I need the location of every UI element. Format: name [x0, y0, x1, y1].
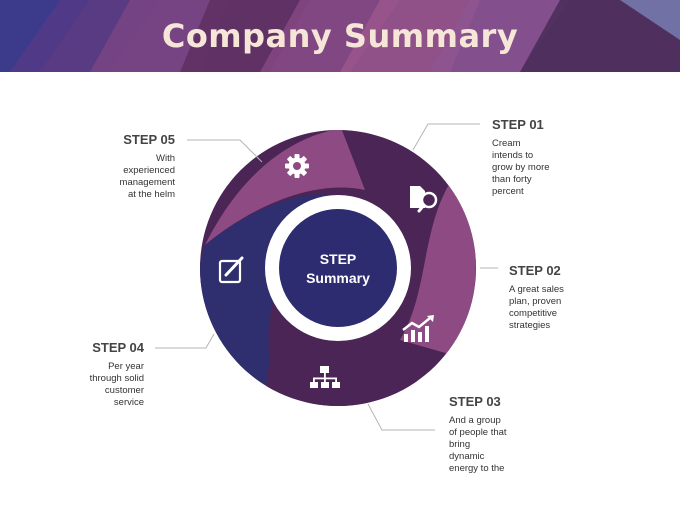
step-03-desc-line: dynamic [449, 451, 485, 462]
step-04-description: Per year through solid customer service [60, 361, 144, 409]
banner-background [0, 0, 680, 72]
step-01-desc-line: Cream [492, 138, 521, 149]
page-title: Company Summary [161, 17, 519, 55]
connector-step-04 [155, 333, 215, 349]
growth-chart-icon [402, 315, 434, 342]
step-03-title: STEP 03 [449, 394, 501, 409]
step-02-title: STEP 02 [509, 263, 561, 278]
step-05-description: With experienced management at the helm [90, 153, 175, 201]
step-02-desc-line: plan, proven [509, 296, 562, 307]
step-02-desc-line: strategies [509, 320, 551, 331]
center-circle [279, 209, 397, 327]
step-04-desc-line: customer [104, 385, 144, 396]
org-chart-icon [310, 366, 340, 388]
step-01-desc-line: grow by more [492, 162, 550, 173]
center-label-line2: Summary [306, 270, 370, 286]
step-02-description: A great sales plan, proven competitive s… [509, 284, 564, 332]
step-03-desc-line: of people that [449, 427, 507, 438]
step-03-desc-line: And a group [449, 415, 501, 426]
connector-lines [155, 123, 498, 431]
connector-step-01 [412, 123, 480, 151]
search-document-icon [410, 186, 438, 213]
step-05-desc-line: at the helm [128, 189, 175, 200]
step-04-title: STEP 04 [92, 340, 144, 355]
step-01-desc-line: intends to [492, 150, 534, 161]
edit-note-icon [218, 256, 244, 284]
step-01-title: STEP 01 [492, 117, 544, 132]
step-04-desc-line: service [113, 397, 144, 408]
step-05-desc-line: With [156, 153, 175, 164]
step-03-desc-line: bring [449, 439, 471, 450]
step-02-desc-line: A great sales [509, 284, 564, 295]
step-02-desc-line: competitive [509, 308, 558, 319]
connector-step-03 [367, 403, 435, 431]
step-01-desc-line: percent [492, 186, 524, 197]
header-banner: Company Summary [0, 0, 680, 72]
step-04-desc-line: Per year [108, 361, 144, 372]
step-01-desc-line: than forty [492, 174, 532, 185]
step-03-desc-line: energy to the [449, 463, 505, 474]
step-05-desc-line: management [119, 177, 175, 188]
connector-step-05 [187, 139, 263, 163]
step-03-description: And a group of people that bring dynamic… [449, 415, 507, 475]
gear-icon [285, 154, 309, 178]
step-01-description: Cream intends to grow by more than forty… [492, 138, 550, 198]
center-label-line1: STEP [320, 251, 357, 267]
segment-step-05 [205, 130, 365, 245]
step-04-desc-line: through solid [89, 373, 144, 384]
segment-step-02 [400, 175, 476, 360]
step-05-title: STEP 05 [123, 132, 175, 147]
step-05-desc-line: experienced [123, 165, 175, 176]
